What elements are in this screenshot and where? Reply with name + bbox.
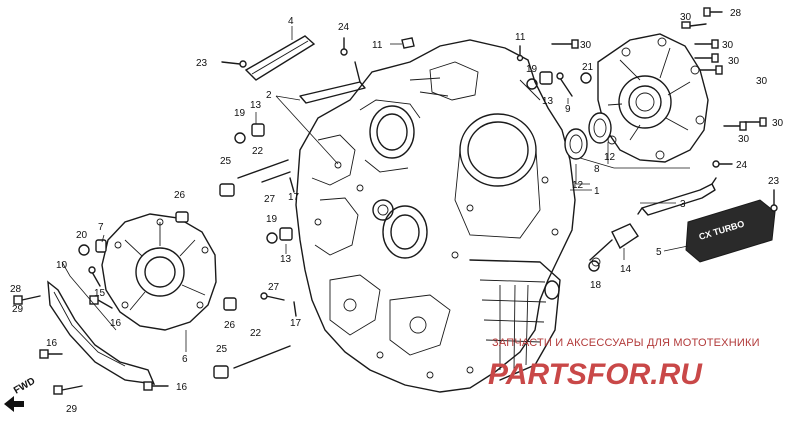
small-parts — [13, 7, 778, 395]
callout-13-c: 13 — [280, 254, 292, 265]
callout-27-a: 27 — [264, 194, 276, 205]
callout-7: 7 — [98, 222, 104, 233]
callout-15: 15 — [94, 288, 106, 299]
crankcase — [295, 39, 576, 393]
callout-28-top: 28 — [730, 8, 742, 19]
callout-3: 3 — [680, 199, 686, 210]
callout-17-b: 17 — [290, 318, 302, 329]
callouts: 1 2 3 4 5 6 7 8 9 10 11 11 12 12 13 13 1… — [10, 8, 784, 415]
fwd-label: FWD — [12, 376, 37, 397]
callout-30-b: 30 — [580, 40, 592, 51]
callout-11-right: 11 — [515, 32, 526, 43]
plate-4 — [244, 35, 316, 81]
leader-lines — [61, 26, 690, 352]
callout-17-a: 17 — [288, 192, 300, 203]
callout-30-g: 30 — [772, 118, 784, 129]
callout-23-left: 23 — [196, 58, 208, 69]
rear-cover — [597, 33, 709, 163]
callout-30-a: 30 — [680, 12, 692, 23]
watermark: ЗАПЧАСТИ И АКСЕССУАРЫ ДЛЯ МОТОТЕХНИКИ PA… — [488, 337, 760, 391]
watermark-caption: ЗАПЧАСТИ И АКСЕССУАРЫ ДЛЯ МОТОТЕХНИКИ — [492, 337, 760, 349]
callout-19-c: 19 — [266, 214, 278, 225]
callout-20: 20 — [76, 230, 88, 241]
callout-22-a: 22 — [252, 146, 264, 157]
gasket-10 — [47, 280, 156, 385]
callout-16-b: 16 — [46, 338, 58, 349]
callout-30-e: 30 — [756, 76, 768, 87]
callout-2: 2 — [266, 90, 272, 101]
callout-13-b: 13 — [542, 96, 554, 107]
callout-25-b: 25 — [216, 344, 228, 355]
callout-10: 10 — [56, 260, 68, 271]
bearing-12 — [564, 112, 612, 160]
fwd-arrow: FWD — [4, 376, 37, 412]
callout-30-d: 30 — [728, 56, 740, 67]
bracket-2 — [299, 61, 366, 104]
callout-9: 9 — [565, 104, 571, 115]
callout-14: 14 — [620, 264, 632, 275]
callout-24-top: 24 — [338, 22, 350, 33]
callout-16-c: 16 — [176, 382, 188, 393]
callout-29-bottom: 29 — [66, 404, 78, 415]
bracket-3 — [637, 177, 717, 216]
callout-21: 21 — [582, 62, 594, 73]
callout-29-left: 29 — [12, 304, 24, 315]
callout-13-a: 13 — [250, 100, 262, 111]
watermark-logo: PARTSFOR.RU — [488, 358, 703, 391]
callout-4: 4 — [288, 16, 294, 27]
callout-5: 5 — [656, 247, 662, 258]
callout-12-lower: 12 — [572, 180, 584, 191]
front-cover-plate — [101, 213, 217, 331]
callout-30-c: 30 — [722, 40, 734, 51]
callout-18: 18 — [590, 280, 602, 291]
callout-23-right: 23 — [768, 176, 780, 187]
callout-12-upper: 12 — [604, 152, 616, 163]
callout-8: 8 — [594, 164, 600, 175]
callout-19-a: 19 — [234, 108, 246, 119]
callout-26-b: 26 — [224, 320, 236, 331]
callout-26-a: 26 — [174, 190, 186, 201]
callout-24-right: 24 — [736, 160, 748, 171]
callout-28-left: 28 — [10, 284, 22, 295]
callout-16-a: 16 — [110, 318, 122, 329]
callout-30-f: 30 — [738, 134, 750, 145]
callout-11-top: 11 — [372, 40, 383, 51]
callout-22-b: 22 — [250, 328, 262, 339]
dipstick-14 — [589, 223, 639, 267]
emblem-5: CX TURBO — [685, 199, 776, 263]
callout-1: 1 — [594, 186, 600, 197]
callout-27-b: 27 — [268, 282, 280, 293]
callout-25-a: 25 — [220, 156, 232, 167]
callout-6: 6 — [182, 354, 188, 365]
callout-19-b: 19 — [526, 64, 538, 75]
